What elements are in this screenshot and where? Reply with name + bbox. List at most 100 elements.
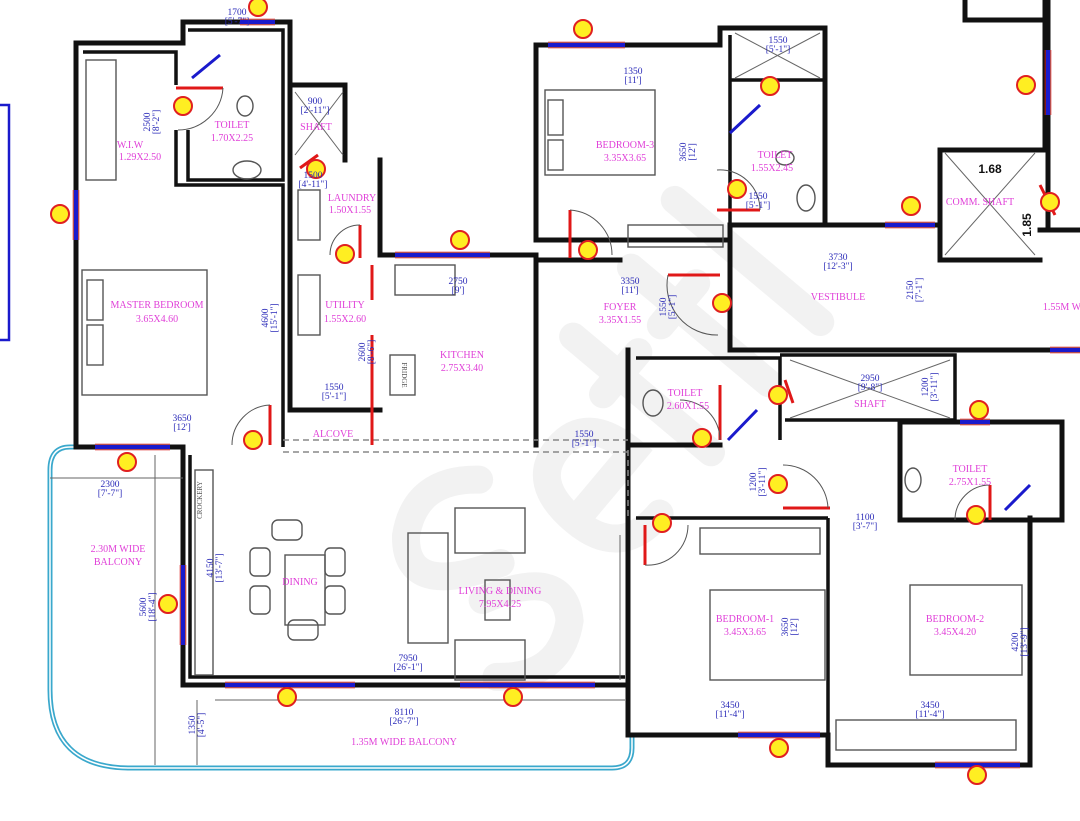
room-master-bedroom: MASTER BEDROOM [110,300,203,311]
room-toilet-mid: TOILET [668,388,703,399]
dimension-mm: 3650 [781,617,791,636]
dimension-ft: [5'-1"] [668,295,678,320]
dimension-mm: 3650 [173,414,192,424]
dimension-label: 1200[3'-11"] [921,373,940,402]
room-toilet2-size: 2.75X1.55 [949,477,991,488]
dimension-ft: [9'] [452,286,465,296]
dimension-mm: 1550 [659,297,669,316]
dimension-mm: 1200 [921,377,931,396]
room-shaft-mid: SHAFT [854,399,886,410]
dimension-ft: [2'-11"] [301,106,330,116]
room-balcony-front: 1.35M WIDE BALCONY [351,737,457,748]
dimension-mm: 8110 [395,708,414,718]
dimension-ft: [5'-7"] [225,17,250,27]
dimension-ft: [8'-6"] [367,340,377,365]
balcony-railing [47,444,635,771]
dimension-label: 3650[12'] [781,617,800,636]
alcove-boundary [283,439,629,518]
dimension-ft: [3'-11"] [930,373,940,402]
room-laundry-size: 1.50X1.55 [329,205,371,216]
dimension-ft: [4'-5"] [197,713,207,738]
dimension-mm: 1700 [228,8,247,18]
dimension-mm: 4150 [206,558,216,577]
room-bedroom1-size: 3.45X3.65 [724,627,766,638]
dimension-ft: [5'-1"] [572,439,597,449]
dimension-ft: [8'-2"] [152,110,162,135]
dimension-label: 3350[11'] [621,277,640,296]
dimension-label: 1550[5'-1"] [572,430,597,449]
dimension-label: 5600[18'-4"] [139,592,158,621]
dimension-label: 3450[11'-4"] [916,701,945,720]
dimension-mm: 7950 [399,654,418,664]
room-toilet3: TOILET [758,150,793,161]
dimension-mm: 3450 [921,701,940,711]
room-dining: DINING [282,577,318,588]
dimension-ft: [3'-11"] [758,468,768,497]
offscreen-panel [0,103,11,342]
room-foyer-size: 3.35X1.55 [599,315,641,326]
dimension-ft: [5'-1"] [766,45,791,55]
dimension-label: 3730[12'-3"] [823,253,852,272]
comm-shaft-width: 1.68 [978,162,1002,176]
room-bedroom3: BEDROOM-3 [596,140,654,151]
room-toilet3-size: 1.55X2.45 [751,163,793,174]
dimension-mm: 1550 [325,383,344,393]
dimension-label: 3450[11'-4"] [716,701,745,720]
room-passage-right: 1.55M W [1043,302,1080,313]
dimension-label: 1500[4'-11"] [299,171,328,190]
watermark [391,185,835,691]
dimension-mm: 4600 [261,308,271,327]
dimension-mm: 1200 [749,472,759,491]
dimension-label: 4150[13'-7"] [206,553,225,582]
room-laundry: LAUNDRY [328,193,376,204]
dimension-label: 1350[4'-5"] [188,713,207,738]
dimension-ft: [12'] [173,423,191,433]
room-fridge: FRIDGE [400,362,408,387]
dimension-ft: [7'-7"] [98,489,123,499]
room-bedroom2: BEDROOM-2 [926,614,984,625]
dimension-label: 3650[12'] [173,414,192,433]
dimension-label: 2150[7'-1"] [906,278,925,303]
dimension-ft: [3'-7"] [853,522,878,532]
dimension-label: 8110[26'-7"] [389,708,418,727]
room-shaft-top: SHAFT [300,122,332,133]
dimension-ft: [4'-11"] [299,180,328,190]
room-alcove: ALCOVE [313,429,354,440]
dimension-ft: [13'-7"] [215,553,225,582]
dimension-label: 1550[5'-1"] [322,383,347,402]
dimension-mm: 4200 [1011,632,1021,651]
room-balcony-side: 2.30M WIDE [91,544,146,555]
dimension-label: 1550[5'-1"] [746,192,771,211]
dimension-label: 1350[11'] [624,67,643,86]
dimension-ft: [5'-1"] [322,392,347,402]
room-bedroom1: BEDROOM-1 [716,614,774,625]
room-toilet-master: TOILET [215,120,250,131]
room-living: LIVING & DINING [459,586,542,597]
dimension-mm: 2750 [449,277,468,287]
room-wiw: W.I.W [117,140,144,151]
dimension-ft: [15'-1"] [270,303,280,332]
dimension-ft: [13'-9"] [1020,627,1030,656]
dimension-labels: 1700[5'-7"]2500[8'-2"]900[2'-11"]1500[4'… [98,8,1030,737]
dimension-mm: 1350 [624,67,643,77]
dimension-mm: 1550 [575,430,594,440]
room-foyer: FOYER [604,302,637,313]
comm-shaft-height: 1.85 [1020,213,1034,237]
dimension-ft: [12'] [688,143,698,161]
dimension-ft: [5'-1"] [746,201,771,211]
room-toilet-master-size: 1.70X2.25 [211,133,253,144]
room-bedroom2-size: 3.45X4.20 [934,627,976,638]
room-comm-shaft: COMM. SHAFT [946,197,1014,208]
furniture [50,32,1036,765]
dimension-ft: [11'-4"] [716,710,745,720]
dimension-mm: 5600 [139,597,149,616]
dimension-label: 4600[15'-1"] [261,303,280,332]
dimension-mm: 900 [308,97,323,107]
dimension-label: 2750[9'] [449,277,468,296]
dimension-mm: 3350 [621,277,640,287]
room-crockery: CROCKERY [196,481,204,519]
room-bedroom3-size: 3.35X3.65 [604,153,646,164]
dimension-ft: [12'] [790,618,800,636]
markers [50,0,1060,785]
dimension-mm: 3450 [721,701,740,711]
